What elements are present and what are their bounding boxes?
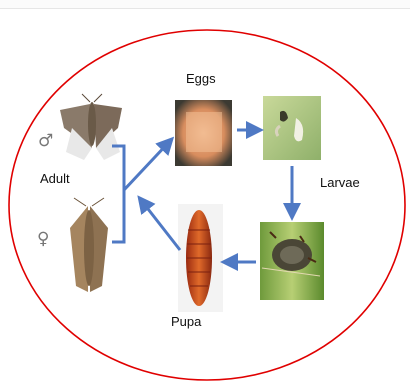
pupa-image xyxy=(178,204,223,312)
arrow-pupa-to-adult xyxy=(141,200,180,250)
male-symbol: ♂ xyxy=(38,131,53,151)
eggs-label: Eggs xyxy=(186,71,216,86)
larvae-small-image xyxy=(263,96,321,160)
female-symbol: ♀ xyxy=(37,229,49,249)
adult-bracket xyxy=(112,146,124,242)
larvae-label: Larvae xyxy=(320,175,360,190)
pupa-label: Pupa xyxy=(171,314,201,329)
larvae-large-image xyxy=(260,222,324,300)
arrow-adult-to-eggs xyxy=(124,141,170,190)
female-moth-image xyxy=(70,198,108,292)
male-moth-image xyxy=(60,94,122,160)
adult-label: Adult xyxy=(40,171,70,186)
